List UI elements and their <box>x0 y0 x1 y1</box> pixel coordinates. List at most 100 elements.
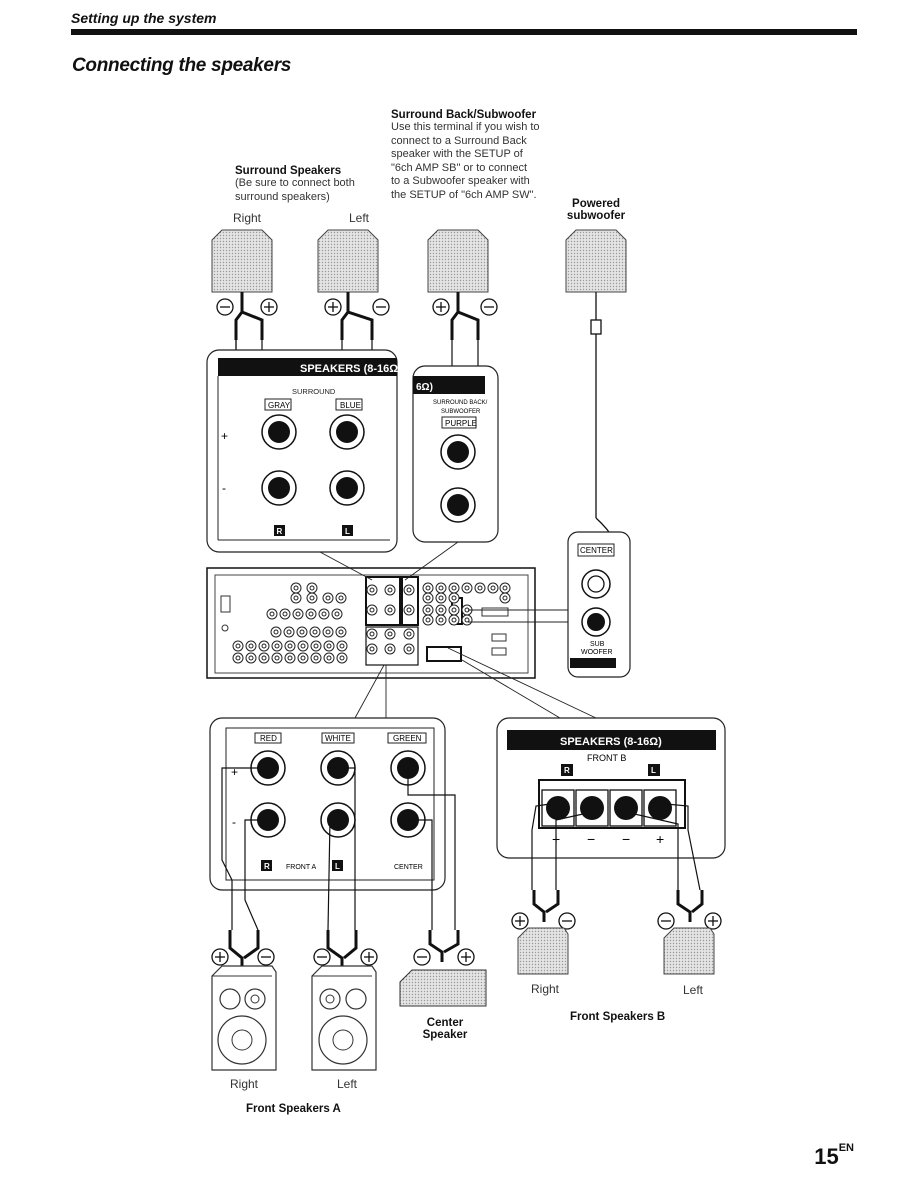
rca-jack-center <box>438 595 444 601</box>
r-badge: R <box>264 862 270 871</box>
powered-subwoofer-line: Powered <box>572 198 620 210</box>
front-a-left-label: Left <box>337 1077 358 1091</box>
surround-back-line: to a Subwoofer speaker with <box>391 175 530 187</box>
front-a-right-label: Right <box>230 1077 259 1091</box>
rca-jack-center <box>248 655 254 661</box>
polarity-plus-icon <box>211 948 229 966</box>
woofer-label: WOOFER <box>581 649 613 656</box>
rca-jack-center <box>274 655 280 661</box>
surround-back-line: "6ch AMP SB" or to connect <box>391 161 528 174</box>
center-subwoofer-terminal-panel: CENTER SUB WOOFER <box>567 531 631 678</box>
rca-jack-center <box>309 585 315 591</box>
front-a-terminal-panel: RED WHITE GREEN + - R FRONT A L CENTER <box>209 717 446 891</box>
purple-label: PURPLE <box>445 419 477 428</box>
polarity-minus-icon <box>216 298 234 316</box>
header-rule <box>71 29 857 35</box>
speaker-cable <box>228 890 704 968</box>
rca-jack-center <box>235 643 241 649</box>
rca-jack-center <box>425 617 431 623</box>
gray-label: GRAY <box>268 401 291 410</box>
sub-label: SUB <box>590 641 605 648</box>
rca-jack-center <box>235 655 241 661</box>
polarity-minus-icon <box>657 912 675 930</box>
polarity-plus-icon <box>704 912 722 930</box>
front-b-sign: − <box>622 831 630 847</box>
speaker-wire <box>221 767 456 931</box>
front-a-left-speaker-icon <box>311 965 377 1071</box>
rca-jack-center <box>273 629 279 635</box>
polarity-plus-icon <box>511 912 529 930</box>
r-badge: R <box>277 527 283 536</box>
surround-panel-header: SPEAKERS (8-16Ω) <box>300 363 402 375</box>
white-label: WHITE <box>325 734 351 743</box>
minus-label: - <box>232 815 236 829</box>
surround-speakers-note: (Be sure to connect both <box>235 177 355 189</box>
rca-jack-center <box>338 595 344 601</box>
rca-jack-center <box>438 585 444 591</box>
sb-panel-header: 6Ω) <box>416 382 433 393</box>
rca-jack-center <box>326 655 332 661</box>
rca-jack-center <box>369 607 375 613</box>
surround-back-line: Use this terminal if you wish to <box>391 121 540 133</box>
rca-jack-center <box>451 607 457 613</box>
rca-jack-center <box>387 607 393 613</box>
center-speaker-icon <box>399 969 487 1007</box>
rca-jack-center <box>490 585 496 591</box>
red-label: RED <box>260 734 277 743</box>
page-number: 15EN <box>814 1142 854 1170</box>
rca-jack-center <box>287 655 293 661</box>
rca-jack-center <box>502 595 508 601</box>
front-b-label: FRONT B <box>587 753 626 763</box>
polarity-plus-icon <box>324 298 342 316</box>
zoom-line <box>319 541 597 719</box>
rca-jack-center <box>369 646 375 652</box>
green-label: GREEN <box>393 734 422 743</box>
polarity-minus-icon <box>313 948 331 966</box>
front-b-left-label: Left <box>683 983 704 997</box>
sb-panel-line: SUBWOOFER <box>441 409 481 415</box>
rca-jack-center <box>261 643 267 649</box>
surround-terminal <box>261 414 365 506</box>
rca-jack-center <box>464 585 470 591</box>
front-a-label: FRONT A <box>286 864 317 871</box>
rca-jack-center <box>339 643 345 649</box>
rca-jack-center <box>369 631 375 637</box>
powered-subwoofer-icon <box>565 229 627 293</box>
minus-label: - <box>222 481 226 495</box>
rca-jack-center <box>321 611 327 617</box>
page-number-value: 15 <box>814 1144 839 1169</box>
blue-label: BLUE <box>340 401 361 410</box>
powered-subwoofer-line: subwoofer <box>566 210 626 222</box>
polarity-plus-icon <box>260 298 278 316</box>
powered-subwoofer-caption: Powered subwoofer <box>556 198 636 222</box>
center-speaker-caption: Center Speaker <box>410 1017 480 1041</box>
rca-jack-center <box>312 629 318 635</box>
receiver-rear-panel <box>206 567 536 679</box>
front-b-terminal-panel: SPEAKERS (8-16Ω) FRONT B R L + − − + <box>496 717 726 859</box>
rca-jack-center <box>313 655 319 661</box>
polarity-minus-icon <box>480 298 498 316</box>
rca-jack-center <box>325 595 331 601</box>
rca-jack-center <box>334 611 340 617</box>
rca-jack-center <box>425 607 431 613</box>
surround-back-title: Surround Back/Subwoofer <box>391 109 537 121</box>
rca-jack-center <box>286 629 292 635</box>
rca-jack-center <box>309 595 315 601</box>
rca-jack-center <box>300 643 306 649</box>
polarity-plus-icon <box>457 948 475 966</box>
surround-back-line: the SETUP of "6ch AMP SW". <box>391 188 537 201</box>
center-label: CENTER <box>394 864 423 871</box>
front-b-sign: − <box>587 831 595 847</box>
front-b-left-speaker-icon <box>663 927 715 975</box>
front-speakers-b-caption: Front Speakers B <box>570 1011 666 1023</box>
front-b-right-label: Right <box>531 982 560 996</box>
rca-jack-center <box>451 617 457 623</box>
surround-left-speaker-icon <box>317 229 379 293</box>
front-b-panel-header: SPEAKERS (8-16Ω) <box>560 736 662 748</box>
center-speaker-line: Center <box>426 1017 464 1029</box>
polarity-minus-icon <box>257 948 275 966</box>
surround-back-speaker-icon <box>427 229 489 293</box>
rca-jack-center <box>300 655 306 661</box>
rca-jack-center <box>425 595 431 601</box>
